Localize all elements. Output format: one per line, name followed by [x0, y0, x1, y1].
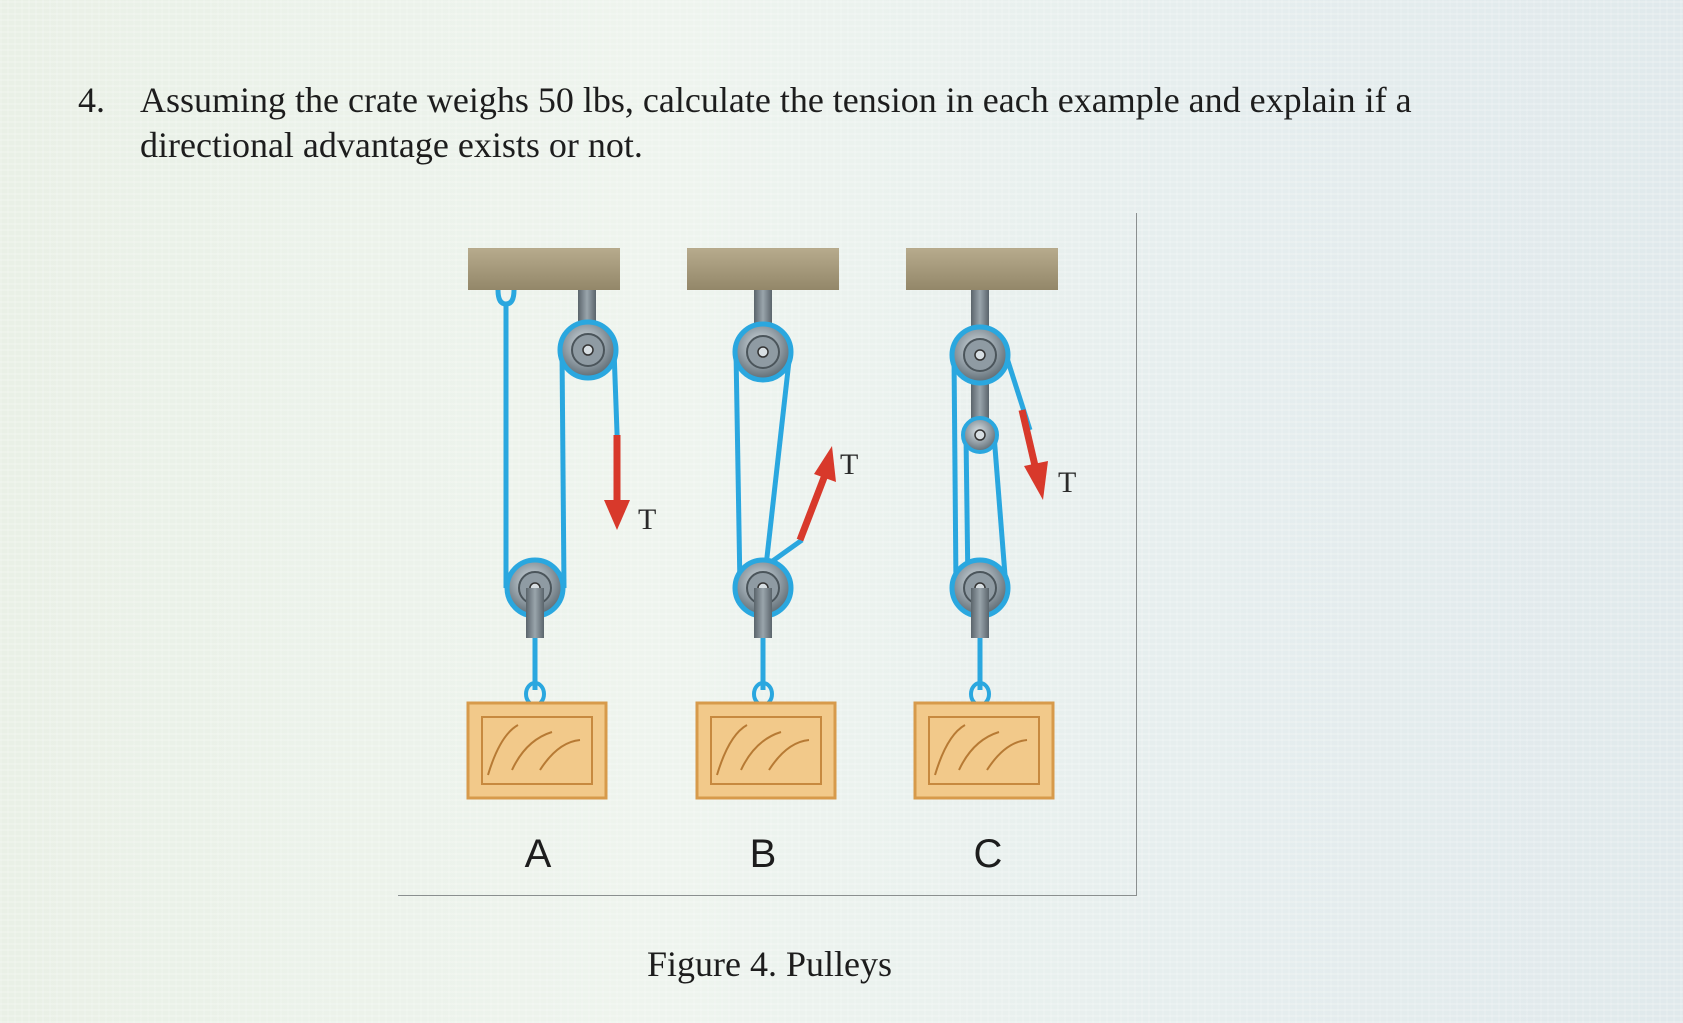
question-number: 4.: [78, 80, 105, 120]
rope-a-mid: [559, 349, 567, 589]
crate-c: [913, 701, 1055, 800]
fixed-pulley-a: [557, 319, 619, 381]
movable-bracket-b: [754, 588, 772, 638]
tension-label-b: T: [840, 448, 858, 481]
fixed-pulley-c-upper: [949, 324, 1011, 386]
rope-b-right: [763, 351, 793, 567]
label-a: A: [525, 832, 552, 876]
fixed-pulley-b: [732, 321, 794, 383]
rope-c-right: [991, 434, 1009, 589]
crate-b: [695, 701, 837, 800]
tension-label-a: T: [638, 503, 656, 536]
crate-a: [466, 701, 608, 800]
figure-caption: Figure 4. Pulleys: [0, 943, 1683, 985]
movable-bracket-c: [971, 588, 989, 638]
ceiling-a: [468, 248, 620, 290]
rope-b-left: [733, 351, 743, 589]
question-text: Assuming the crate weighs 50 lbs, calcul…: [140, 80, 1412, 165]
figure-caption-text: Figure 4. Pulleys: [646, 944, 892, 984]
system-a: T A: [466, 248, 656, 876]
system-c: T C: [906, 248, 1076, 876]
figure-frame: [398, 213, 1137, 896]
ceiling-c: [906, 248, 1058, 290]
rope-c-left: [951, 354, 959, 589]
label-c: C: [974, 832, 1003, 876]
movable-bracket-a: [526, 588, 544, 638]
fixed-pulley-c-lower: [961, 416, 999, 454]
tension-label-c: T: [1058, 466, 1076, 499]
tension-arrow-c: [1018, 409, 1048, 500]
system-b: T B: [687, 248, 858, 876]
tension-arrow-a: [604, 435, 630, 530]
anchor-hook-a: [495, 289, 517, 307]
label-b: B: [750, 832, 777, 876]
ceiling-b: [687, 248, 839, 290]
tension-arrow-b: [796, 446, 836, 542]
